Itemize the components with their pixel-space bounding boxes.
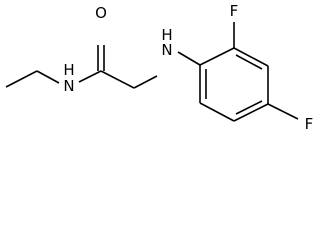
bond-carbonyl-methylene xyxy=(100,70,135,89)
ortho-fluorine-label: F xyxy=(230,2,239,20)
bond-ring-c1-c2 xyxy=(199,47,235,66)
bond-ethyl-amide-n xyxy=(36,70,60,84)
bond-ring-inner-c4-c5 xyxy=(235,100,263,115)
bond-ring-c4-c5 xyxy=(233,103,269,122)
amide-nitrogen-label: N xyxy=(63,77,74,95)
bond-ring-para-fluorine xyxy=(267,103,299,120)
bond-amide-n-carbonyl xyxy=(78,70,102,83)
bond-methyl-ethyl xyxy=(5,70,38,88)
chemical-structure-diagram: O H N H N F F xyxy=(5,2,314,133)
bond-ring-inner-c2-c3 xyxy=(235,54,263,70)
amide-hydrogen-label: H xyxy=(63,61,74,79)
bond-methylene-amine-n xyxy=(133,75,158,89)
bond-ring-c5-c6 xyxy=(199,102,235,122)
carbonyl-oxygen-label: O xyxy=(95,4,107,22)
bond-ring-c2-c3 xyxy=(233,47,269,67)
para-fluorine-label: F xyxy=(305,115,314,133)
amine-nitrogen-label: N xyxy=(161,41,172,59)
bond-amine-n-ring xyxy=(177,51,201,66)
amine-hydrogen-label: H xyxy=(161,26,172,44)
